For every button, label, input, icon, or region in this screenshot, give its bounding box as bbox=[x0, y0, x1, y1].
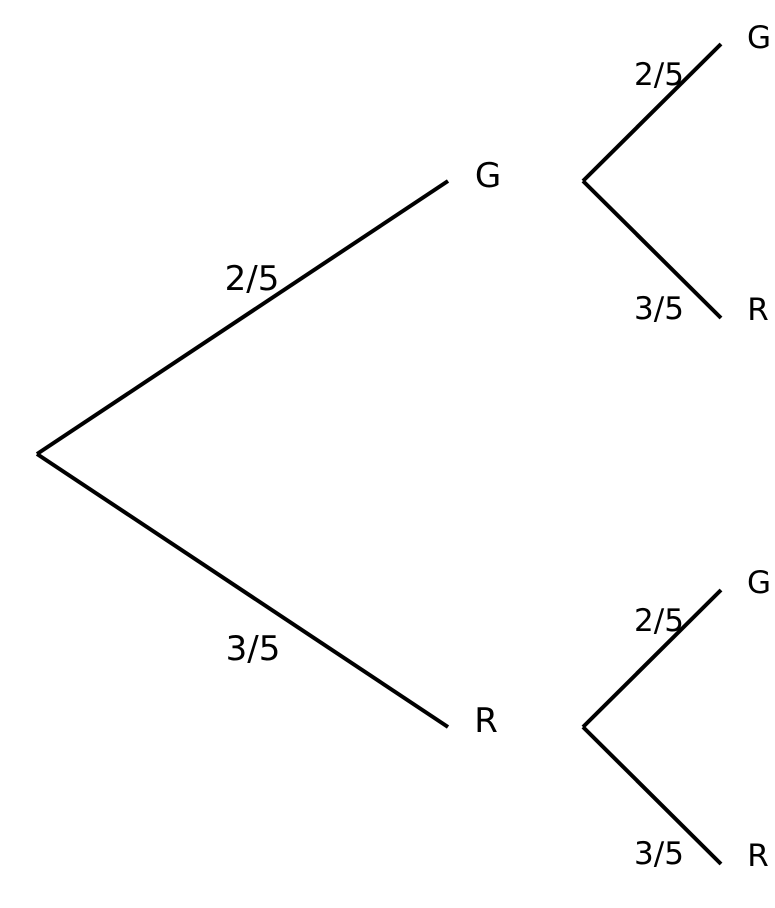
branch-R-to-R bbox=[581, 725, 723, 866]
branch-root-to-G bbox=[35, 179, 450, 456]
branch-G-to-G bbox=[581, 42, 723, 183]
node-label-G: G bbox=[475, 156, 501, 196]
leaf-label-G-G: G bbox=[747, 20, 771, 56]
prob-root-R: 3/5 bbox=[226, 629, 281, 669]
branch-G-to-R bbox=[581, 179, 723, 320]
prob-R-R: 3/5 bbox=[634, 836, 684, 872]
branch-R-to-G bbox=[581, 588, 723, 729]
prob-root-G: 2/5 bbox=[225, 259, 280, 299]
leaf-label-R-R: R bbox=[747, 838, 769, 874]
prob-R-G: 2/5 bbox=[634, 603, 684, 639]
prob-G-G: 2/5 bbox=[634, 57, 684, 93]
leaf-label-G-R: R bbox=[747, 292, 769, 328]
branch-root-to-R bbox=[35, 452, 450, 729]
node-label-R: R bbox=[474, 701, 498, 741]
leaf-label-R-G: G bbox=[747, 565, 771, 601]
prob-G-R: 3/5 bbox=[634, 291, 684, 327]
